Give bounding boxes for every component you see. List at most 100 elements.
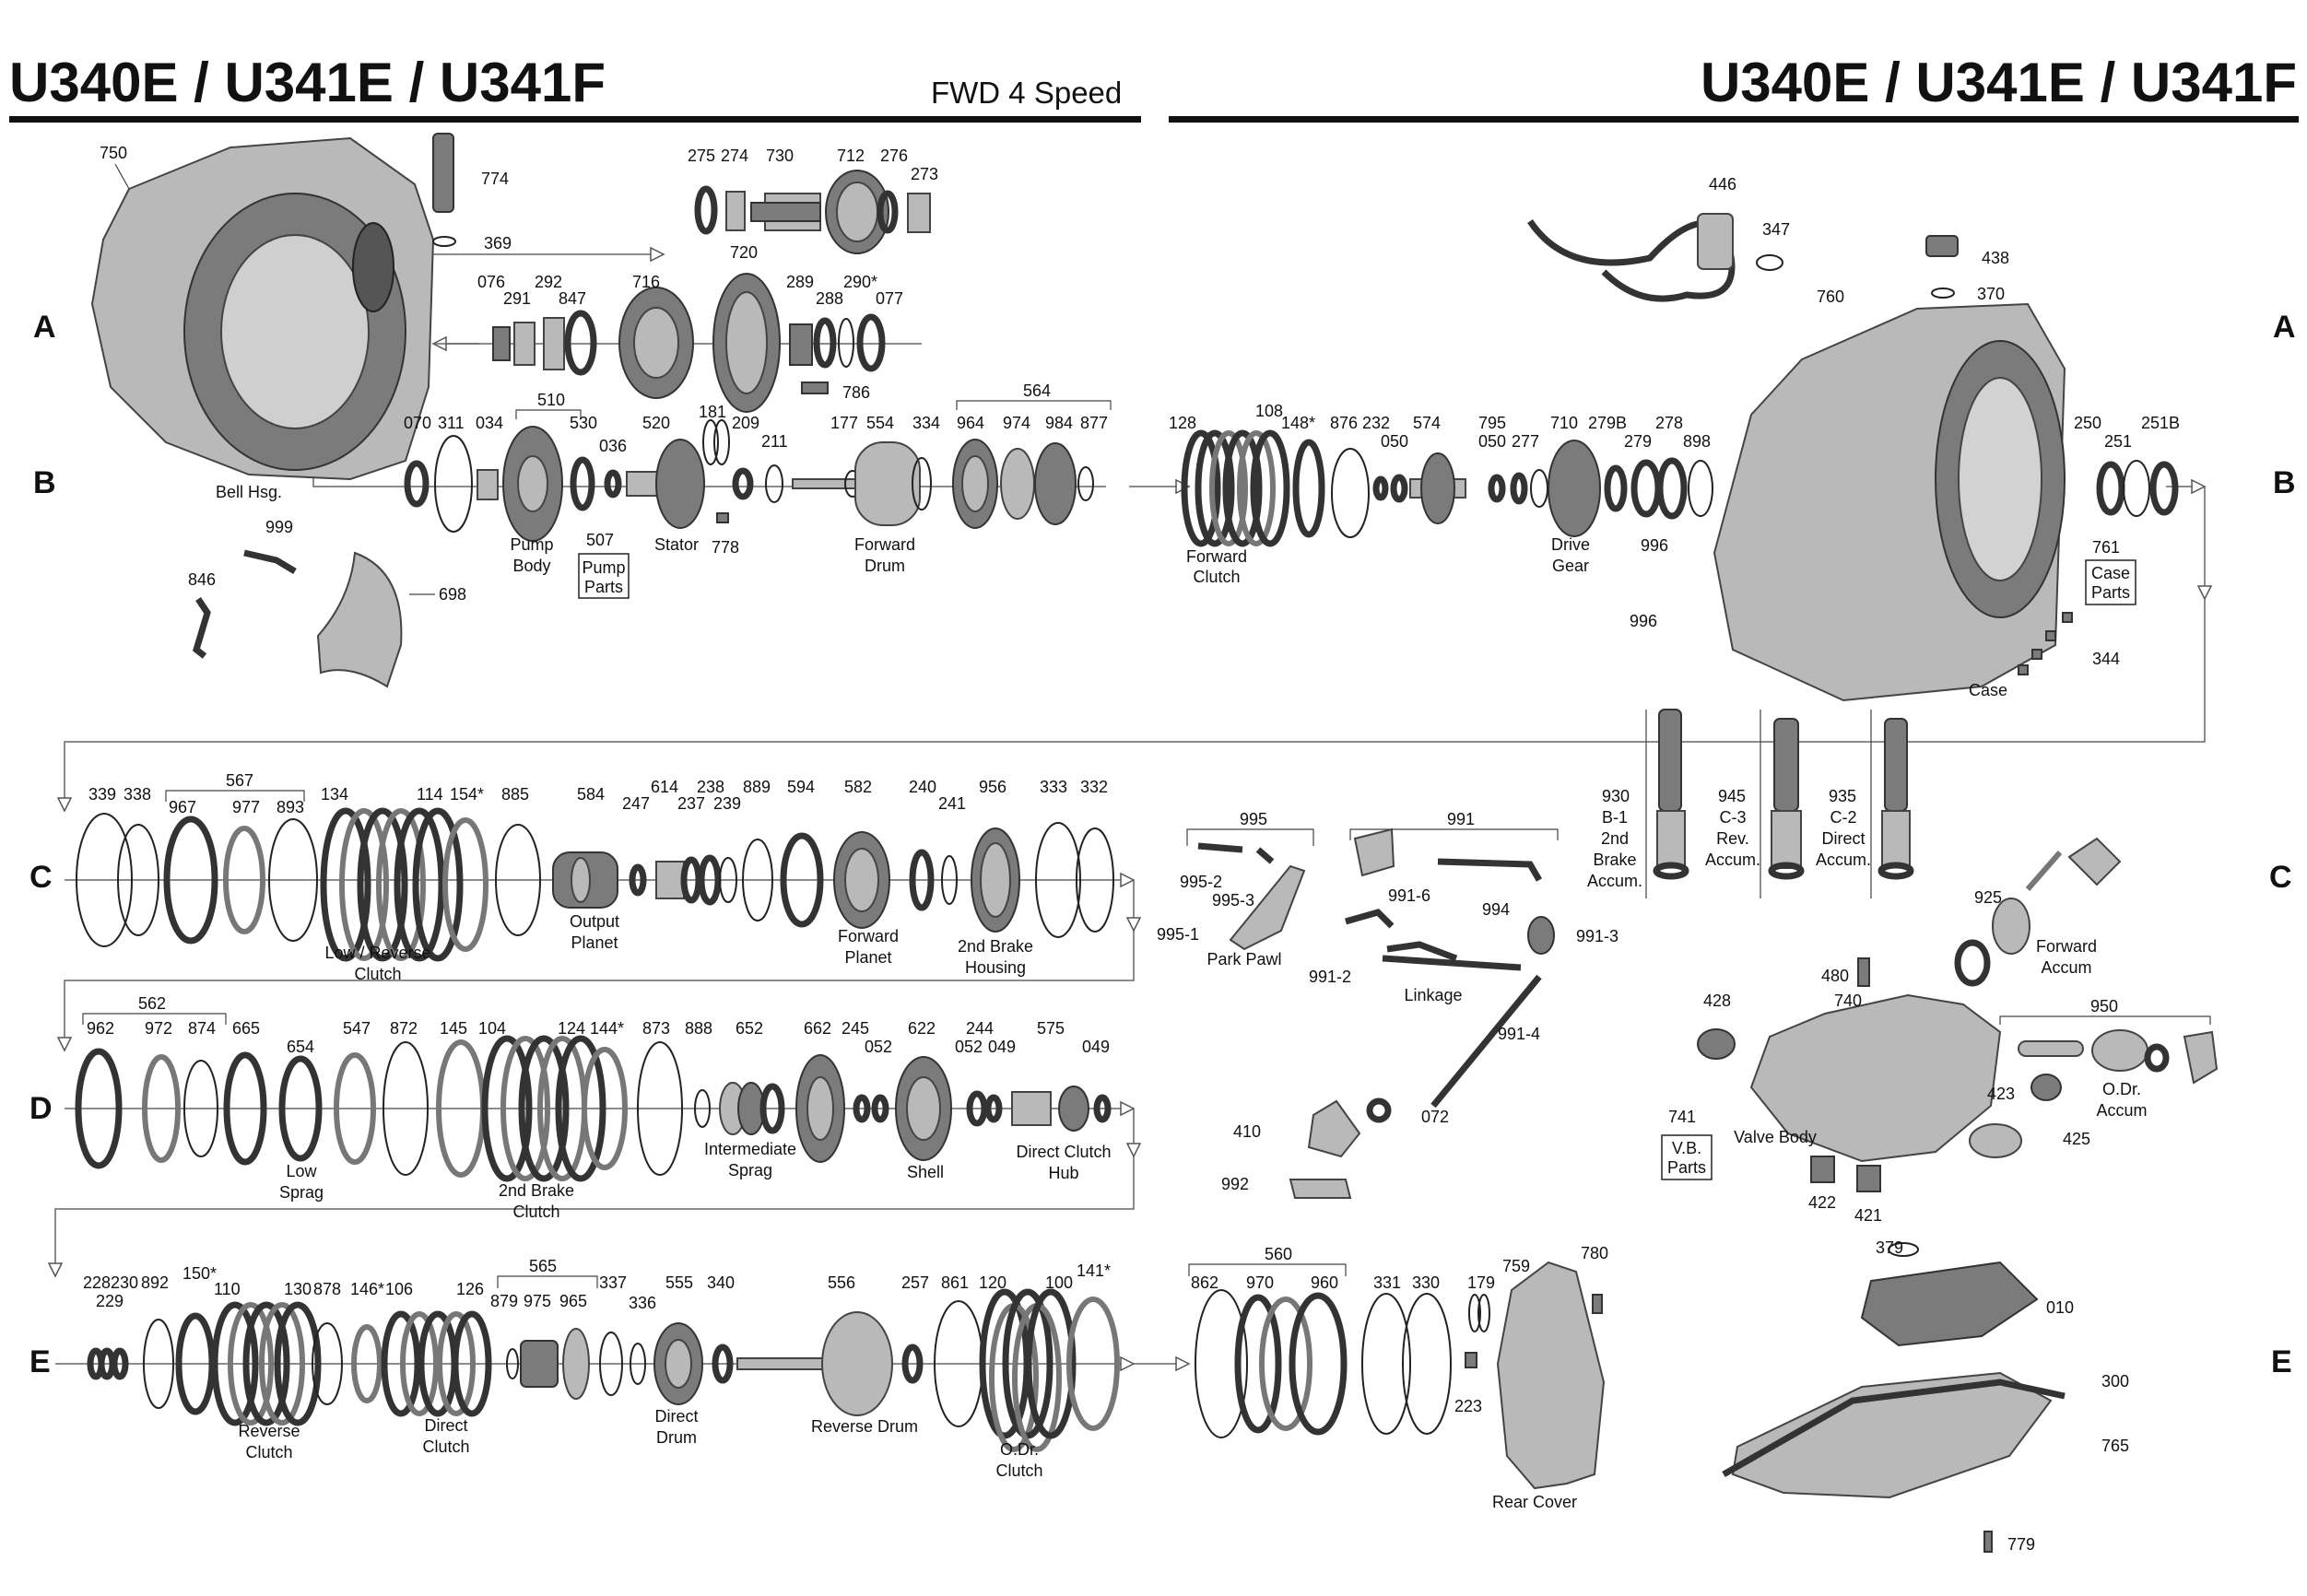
part-number-885: 885 (501, 785, 529, 804)
caption-output-planet-2: Planet (571, 933, 618, 952)
part-number-567: 567 (226, 771, 253, 790)
oring-369 (432, 236, 456, 247)
part-number-148: 148* (1281, 414, 1315, 432)
part-number-422: 422 (1808, 1193, 1836, 1212)
part-number-331: 331 (1373, 1273, 1401, 1292)
part-number-379: 379 (1876, 1238, 1903, 1257)
caption-od-accum-2: Accum (2096, 1101, 2147, 1120)
title-left: U340E / U341E / U341F (9, 52, 606, 113)
part-number-778: 778 (712, 538, 739, 557)
part-number-720: 720 (730, 243, 758, 262)
part-number-232: 232 (1362, 414, 1390, 432)
part-number-273: 273 (911, 165, 938, 183)
caption-pump-body-2: Body (512, 557, 550, 575)
part-number-972: 972 (145, 1019, 172, 1038)
part-number-050b: 050 (1478, 432, 1506, 451)
part-number-995: 995 (1240, 810, 1267, 828)
caption-drive-gear-2: Gear (1552, 557, 1589, 575)
caption-c3-2: Rev. (1716, 829, 1749, 848)
caption-forward-planet-2: Planet (844, 948, 891, 967)
part-number-291: 291 (503, 289, 531, 308)
caption-forward-clutch-2: Clutch (1193, 568, 1240, 586)
accumulators (1645, 709, 1914, 898)
part-number-876: 876 (1330, 414, 1358, 432)
part-number-795: 795 (1478, 414, 1506, 432)
part-number-991-6: 991-6 (1388, 886, 1430, 905)
part-number-251: 251 (2104, 432, 2132, 451)
part-number-344: 344 (2092, 650, 2120, 668)
caption-b1-4: Accum. (1587, 872, 1642, 890)
part-number-710: 710 (1550, 414, 1578, 432)
part-number-565: 565 (529, 1257, 557, 1275)
part-number-995-1: 995-1 (1157, 925, 1199, 944)
part-number-209: 209 (732, 414, 759, 432)
caption-case: Case (1969, 681, 2007, 699)
part-number-594: 594 (787, 778, 815, 796)
part-number-975: 975 (524, 1292, 551, 1310)
part-number-898: 898 (1683, 432, 1711, 451)
caption-direct-clutch-hub-1: Direct Clutch (1016, 1143, 1111, 1161)
part-number-239: 239 (713, 794, 741, 813)
part-number-889: 889 (743, 778, 771, 796)
part-number-332: 332 (1080, 778, 1108, 796)
part-number-510: 510 (537, 391, 565, 409)
part-number-874: 874 (188, 1019, 216, 1038)
part-number-340: 340 (707, 1273, 735, 1292)
case-and-harness (1527, 213, 2179, 702)
caption-intermediate-sprag-2: Sprag (728, 1161, 772, 1179)
part-number-241: 241 (938, 794, 966, 813)
part-number-759: 759 (1502, 1257, 1530, 1275)
part-number-996b: 996 (1630, 612, 1657, 630)
caption-c3-3: Accum. (1705, 851, 1760, 869)
row-letter-b-right: B (2273, 465, 2296, 500)
part-number-892: 892 (141, 1273, 169, 1292)
part-number-050: 050 (1381, 432, 1408, 451)
caption-valve-body: Valve Body (1734, 1128, 1817, 1146)
caption-low-reverse-clutch-2: Clutch (354, 965, 401, 983)
part-number-247: 247 (622, 794, 650, 813)
part-number-100: 100 (1045, 1273, 1073, 1292)
part-number-179: 179 (1467, 1273, 1495, 1292)
part-number-275: 275 (688, 147, 715, 165)
part-number-279: 279 (1624, 432, 1652, 451)
caption-case-parts-1: Case (2091, 564, 2130, 582)
header-rule-left (9, 116, 1141, 123)
row-b-left-parts (404, 419, 932, 542)
row-letter-c-right: C (2269, 860, 2292, 895)
row-letter-e-left: E (29, 1344, 51, 1379)
part-number-128: 128 (1169, 414, 1196, 432)
row-letter-a-right: A (2273, 310, 2296, 345)
part-number-991-3: 991-3 (1576, 927, 1618, 945)
part-number-244: 244 (966, 1019, 994, 1038)
part-number-250: 250 (2074, 414, 2101, 432)
part-number-369: 369 (484, 234, 512, 252)
caption-low-sprag-1: Low (286, 1162, 317, 1180)
part-number-223: 223 (1454, 1397, 1482, 1415)
subtitle: FWD 4 Speed (931, 76, 1122, 110)
part-number-530: 530 (570, 414, 597, 432)
part-number-278: 278 (1655, 414, 1683, 432)
part-number-622: 622 (908, 1019, 936, 1038)
vb-parts-box (1661, 1134, 1713, 1180)
part-number-878: 878 (313, 1280, 341, 1298)
part-number-698: 698 (439, 585, 466, 604)
caption-forward-clutch-1: Forward (1186, 547, 1247, 566)
caption-shell: Shell (907, 1163, 944, 1181)
row-a-parts (492, 170, 931, 413)
part-number-614: 614 (651, 778, 678, 796)
part-number-716: 716 (632, 273, 660, 291)
row-b-564-group (952, 439, 1094, 529)
part-number-560: 560 (1265, 1245, 1292, 1263)
part-number-130: 130 (284, 1280, 312, 1298)
part-number-072: 072 (1421, 1108, 1449, 1126)
caption-direct-clutch-2: Clutch (422, 1438, 469, 1456)
part-number-228: 228 (83, 1273, 111, 1292)
filter-and-pan (1722, 1242, 2066, 1553)
part-number-847: 847 (559, 289, 586, 308)
part-number-960: 960 (1311, 1273, 1338, 1292)
part-number-146: 146* (350, 1280, 384, 1298)
part-number-999: 999 (265, 518, 293, 536)
part-number-145: 145 (440, 1019, 467, 1038)
part-number-120: 120 (979, 1273, 1006, 1292)
caption-c2-1: C-2 (1830, 808, 1856, 827)
